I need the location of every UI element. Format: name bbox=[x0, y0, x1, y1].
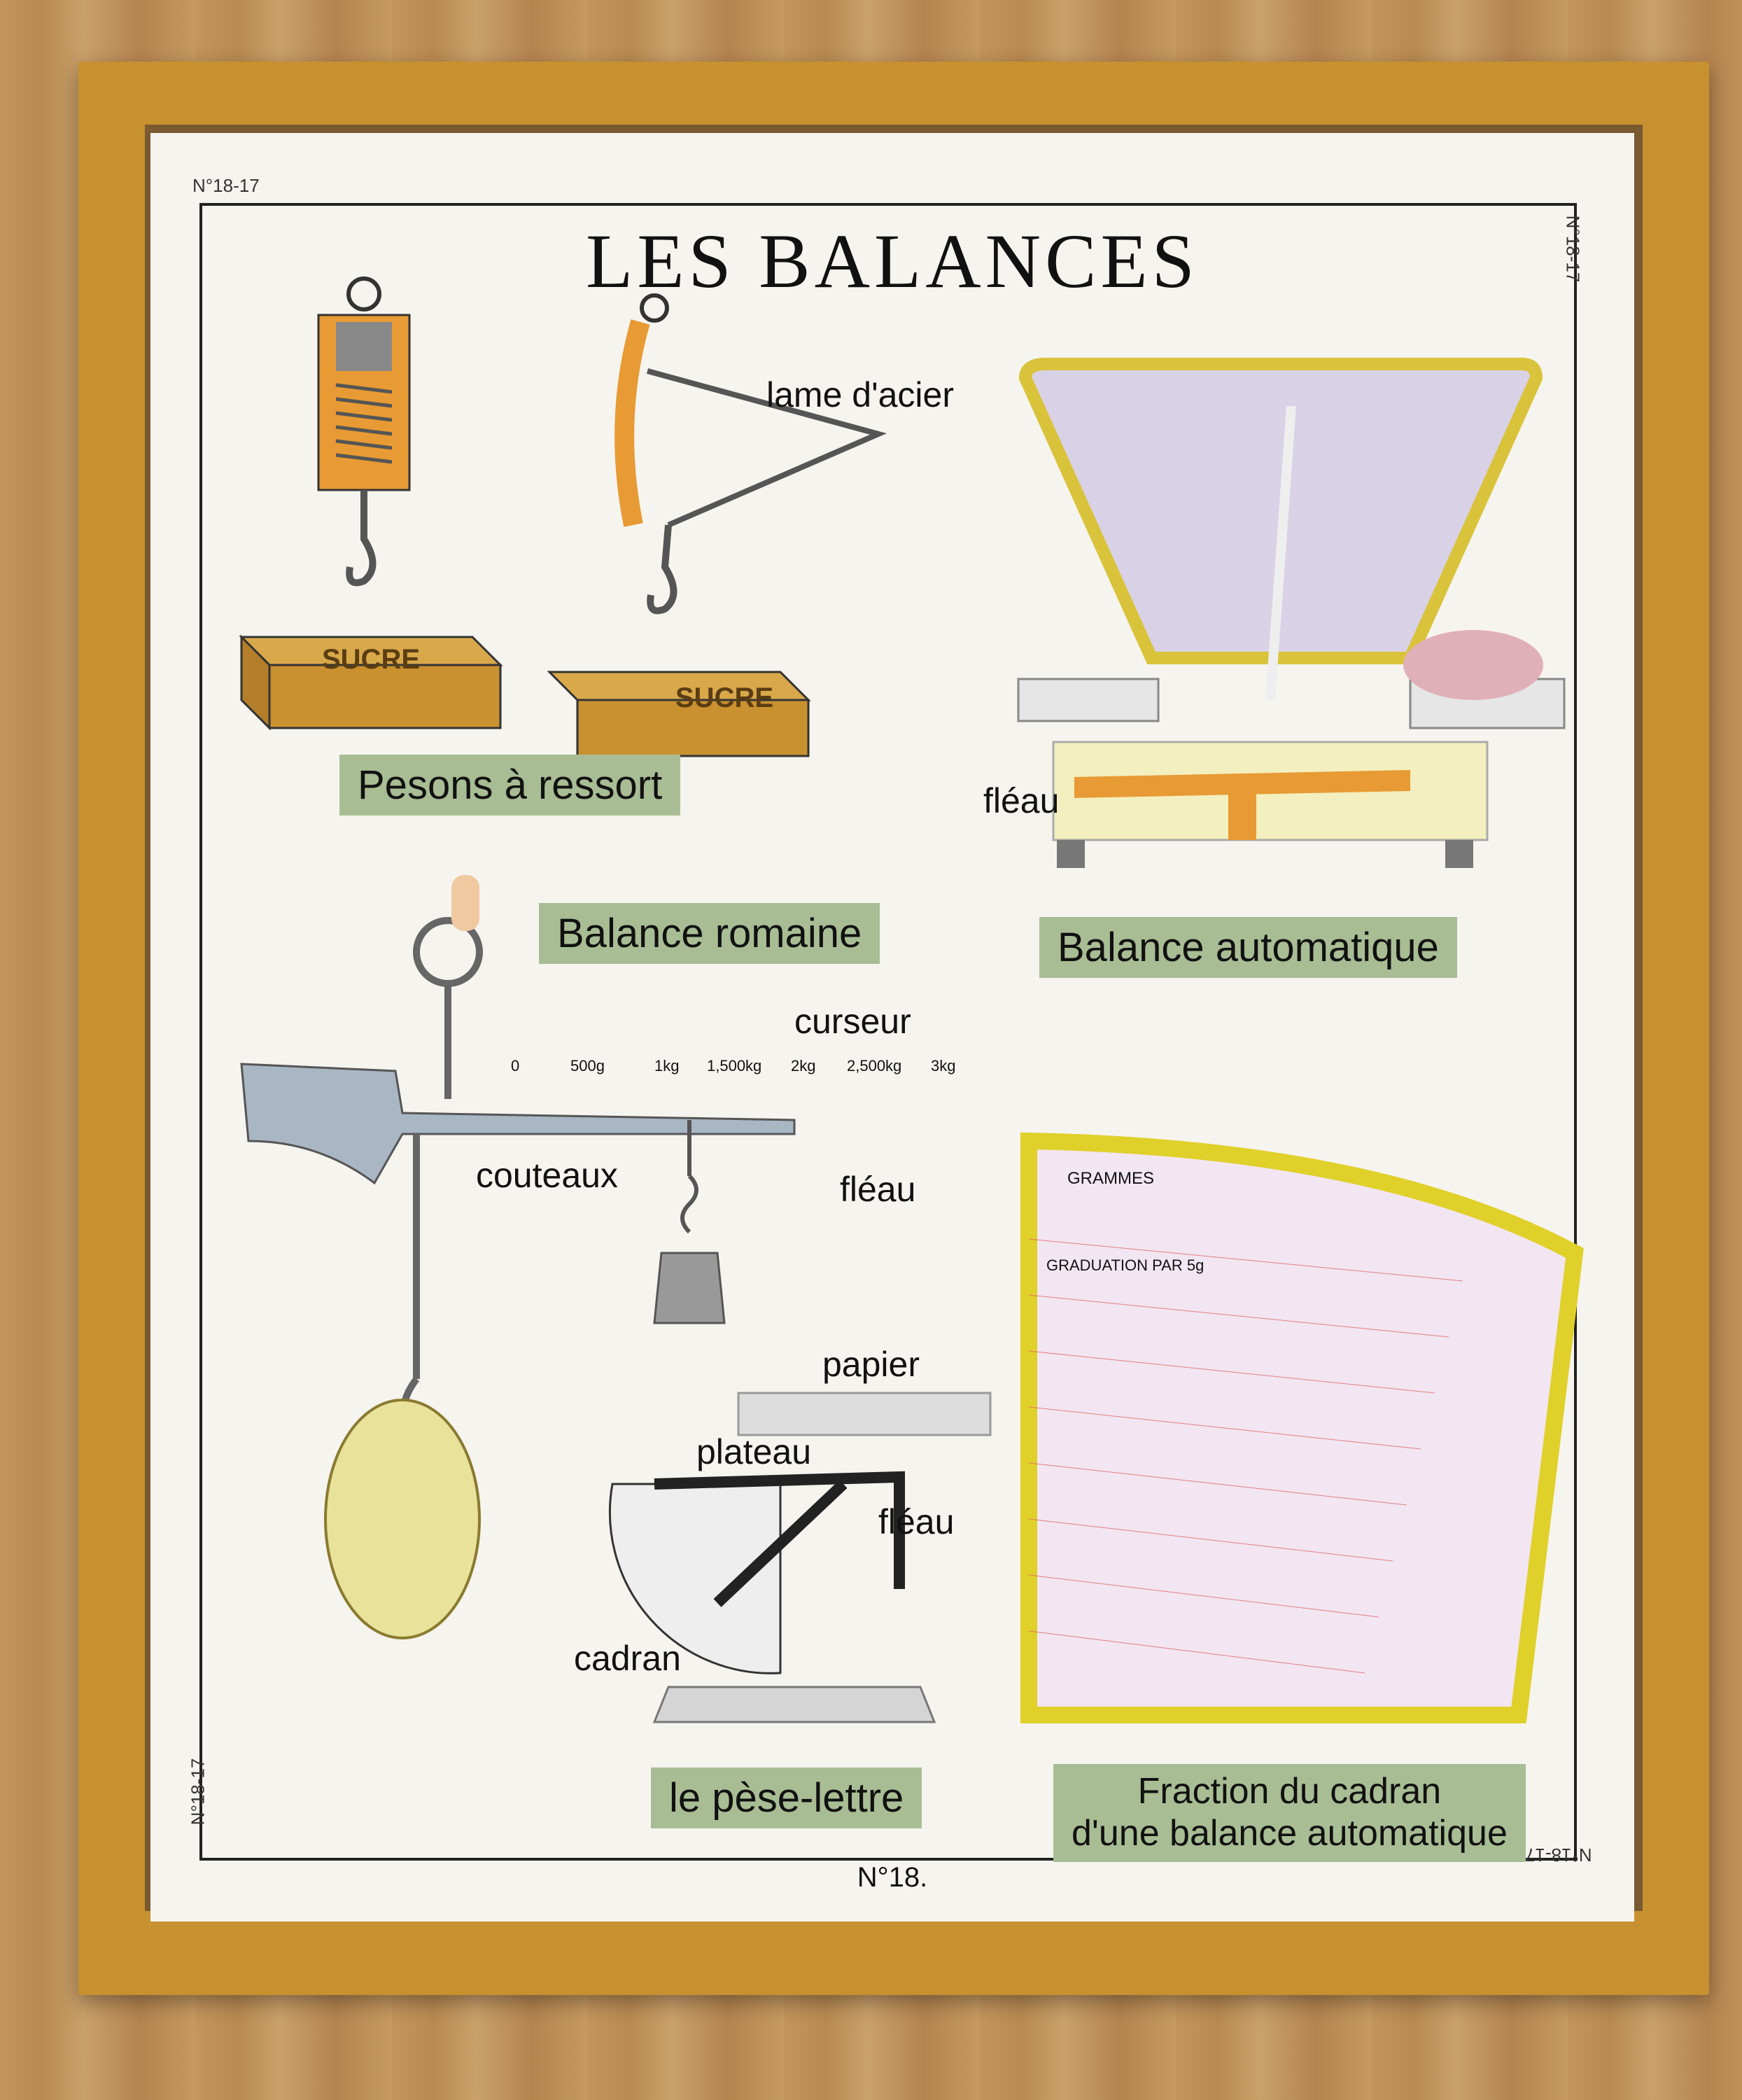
poster-number: N°18. bbox=[857, 1862, 928, 1893]
sucre-text-2: SUCRE bbox=[675, 682, 774, 713]
label-balance-romaine: Balance romaine bbox=[539, 903, 880, 964]
fraction-line-1: Fraction du cadran bbox=[1137, 1771, 1442, 1812]
corner-number-bottom-left: N°18-17 bbox=[187, 1758, 209, 1826]
roman-balance-illustration bbox=[240, 875, 796, 1639]
romaine-tick-500g: 500g bbox=[570, 1057, 605, 1074]
corner-number-top-left: N°18-17 bbox=[192, 175, 260, 196]
cadran-label: cadran bbox=[574, 1639, 681, 1678]
romaine-tick-3kg: 3kg bbox=[931, 1057, 956, 1074]
fleau-lettre-label: fléau bbox=[878, 1502, 955, 1541]
fraction-line-2: d'une balance automatique bbox=[1072, 1812, 1508, 1854]
lame-acier-label: lame d'acier bbox=[766, 375, 954, 414]
spring-scale-illustration bbox=[239, 276, 503, 731]
steel-blade-scale-illustration bbox=[547, 293, 887, 757]
grammes-label: GRAMMES bbox=[1067, 1169, 1155, 1188]
curseur-label: curseur bbox=[794, 1002, 911, 1041]
poster: N°18-17 N°18-17 N°18-17 N°18-17 LES BALA… bbox=[150, 133, 1634, 1921]
dial-fraction-illustration bbox=[1020, 1132, 1584, 1723]
letter-scale-illustration bbox=[608, 1392, 992, 1723]
plateau-label: plateau bbox=[696, 1432, 812, 1471]
label-balance-automatique: Balance automatique bbox=[1039, 917, 1457, 978]
romaine-tick-1500kg: 1,500kg bbox=[707, 1057, 762, 1074]
romaine-tick-2500kg: 2,500kg bbox=[847, 1057, 902, 1074]
label-fraction-cadran: Fraction du cadran d'une balance automat… bbox=[1053, 1764, 1526, 1862]
automatic-scale-illustration bbox=[1017, 358, 1566, 868]
fleau-automatique-label: fléau bbox=[983, 781, 1060, 820]
fleau-romaine-label: fléau bbox=[840, 1170, 916, 1209]
graduation-label: GRADUATION PAR 5g bbox=[1046, 1256, 1204, 1274]
label-pese-lettre: le pèse-lettre bbox=[651, 1768, 922, 1828]
sucre-text-1: SUCRE bbox=[322, 644, 421, 675]
page-title: LES BALANCES bbox=[586, 218, 1199, 304]
romaine-tick-1kg: 1kg bbox=[654, 1057, 680, 1074]
romaine-tick-2kg: 2kg bbox=[791, 1057, 816, 1074]
papier-label: papier bbox=[822, 1345, 920, 1384]
romaine-tick-0: 0 bbox=[511, 1057, 520, 1074]
label-pesons-a-ressort: Pesons à ressort bbox=[339, 755, 681, 816]
poster-border bbox=[199, 203, 1577, 1861]
couteaux-label: couteaux bbox=[476, 1156, 618, 1195]
